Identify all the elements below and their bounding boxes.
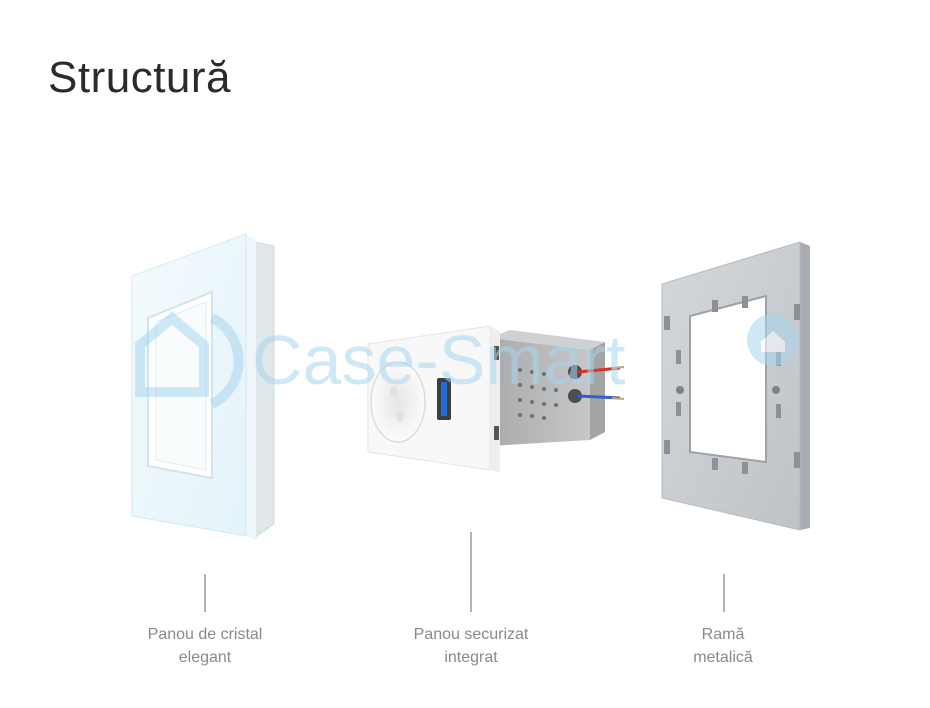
caption-line: Panou de cristal	[147, 626, 263, 643]
watermark: Case-Smart	[135, 311, 799, 409]
caption-glass-panel: Panou de cristal elegant	[105, 623, 305, 669]
caption-line: integrat	[444, 649, 498, 666]
metal-frame-image	[661, 241, 810, 531]
caption-line: metalică	[693, 649, 753, 666]
caption-metal-frame: Ramă metalică	[623, 623, 823, 669]
caption-line: Panou securizat	[413, 626, 529, 643]
caption-socket-module: Panou securizat integrat	[371, 623, 571, 669]
glass-panel-image	[131, 233, 275, 540]
page-title: Structură	[48, 53, 232, 102]
watermark-logo-icon	[135, 311, 244, 409]
caption-line: elegant	[178, 649, 232, 666]
caption-line: Ramă	[701, 626, 745, 643]
watermark-home-icon	[747, 314, 799, 366]
watermark-text: Case-Smart	[252, 321, 625, 399]
socket-module-image	[367, 325, 625, 472]
